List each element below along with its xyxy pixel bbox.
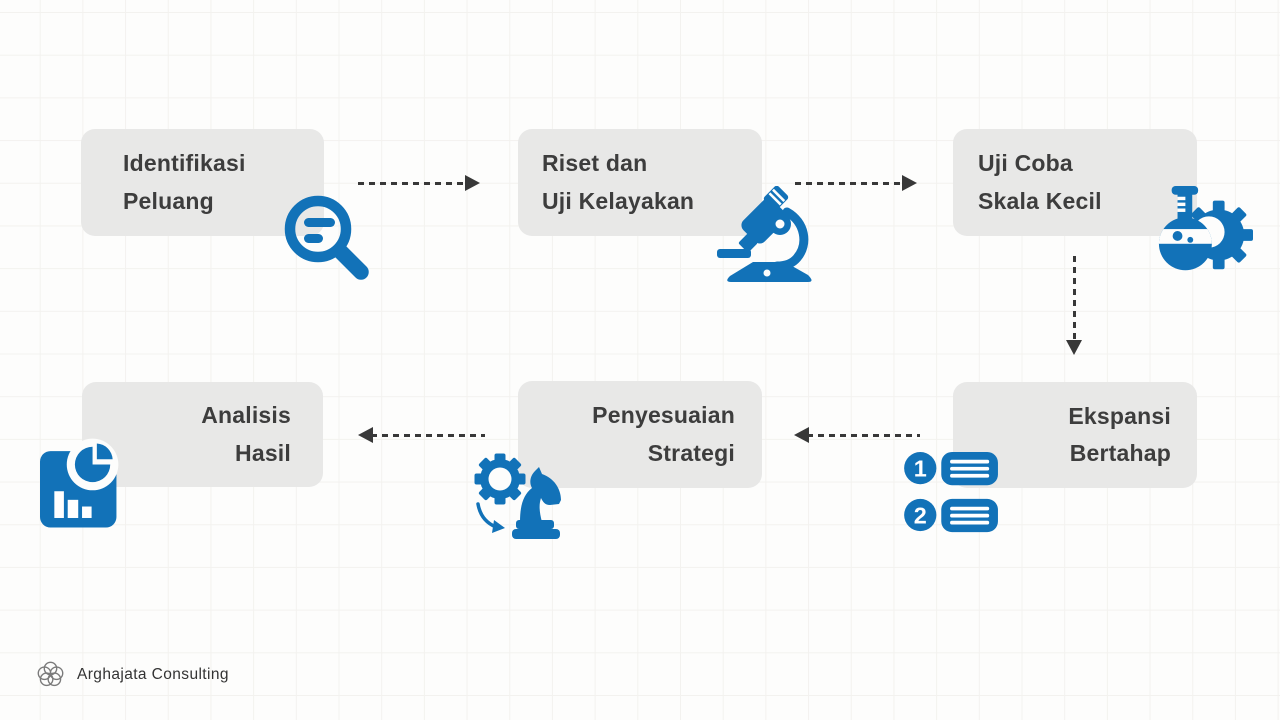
dashed-line bbox=[1073, 256, 1076, 342]
bar-pie-chart-icon bbox=[40, 437, 126, 534]
flow-arrow-step4-to-step5 bbox=[794, 427, 920, 444]
step-label-line: Riset dan bbox=[542, 150, 648, 176]
step-label-line: Uji Coba bbox=[978, 150, 1073, 176]
microscope-icon bbox=[714, 185, 826, 286]
step-label-line: Analisis bbox=[201, 402, 291, 428]
step-label-line: Skala Kecil bbox=[978, 187, 1102, 214]
step-label-line: Peluang bbox=[123, 187, 214, 214]
flask-gear-icon bbox=[1150, 184, 1258, 282]
arrowhead-right bbox=[902, 175, 917, 191]
numbered-list-icon: 1 2 bbox=[904, 451, 1002, 537]
dashed-line bbox=[795, 182, 904, 185]
step-label-line: Uji Kelayakan bbox=[542, 187, 695, 214]
step-label-line: Ekspansi bbox=[1068, 402, 1171, 429]
flower-logo-icon bbox=[35, 659, 66, 690]
dashed-line bbox=[358, 182, 467, 185]
step-box-analisis-hasil: Analisis Hasil bbox=[82, 382, 323, 487]
step-label-line: Hasil bbox=[235, 439, 291, 466]
list-number-1: 1 bbox=[914, 455, 927, 481]
dashed-line bbox=[371, 434, 485, 437]
flow-arrow-step1-to-step2 bbox=[358, 175, 480, 192]
arrowhead-left bbox=[794, 427, 809, 443]
arrowhead-down bbox=[1066, 340, 1082, 355]
step-box-ekspansi-bertahap: Ekspansi Bertahap bbox=[953, 382, 1197, 488]
step-box-identifikasi-peluang: Identifikasi Peluang bbox=[81, 129, 324, 236]
step-box-uji-coba-skala-kecil: Uji Coba Skala Kecil bbox=[953, 129, 1197, 236]
brand-footer: Arghajata Consulting bbox=[35, 659, 229, 690]
flow-arrow-step5-to-step6 bbox=[358, 427, 485, 444]
step-label-line: Identifikasi bbox=[123, 150, 246, 176]
step-box-penyesuaian-strategi: Penyesuaian Strategi bbox=[518, 381, 762, 488]
step-label-line: Bertahap bbox=[1069, 440, 1171, 466]
step-label-line: Strategi bbox=[647, 439, 735, 466]
brand-name: Arghajata Consulting bbox=[77, 665, 229, 683]
list-number-2: 2 bbox=[914, 502, 927, 528]
step-box-riset-uji-kelayakan: Riset dan Uji Kelayakan bbox=[518, 129, 762, 236]
search-icon bbox=[280, 192, 370, 282]
flow-arrow-step3-to-step4 bbox=[1066, 256, 1083, 355]
knight-gear-icon bbox=[470, 448, 570, 540]
dashed-line bbox=[807, 434, 920, 437]
arrowhead-left bbox=[358, 427, 373, 443]
arrowhead-right bbox=[465, 175, 480, 191]
flow-arrow-step2-to-step3 bbox=[795, 175, 917, 192]
step-label-line: Penyesuaian bbox=[592, 402, 735, 428]
